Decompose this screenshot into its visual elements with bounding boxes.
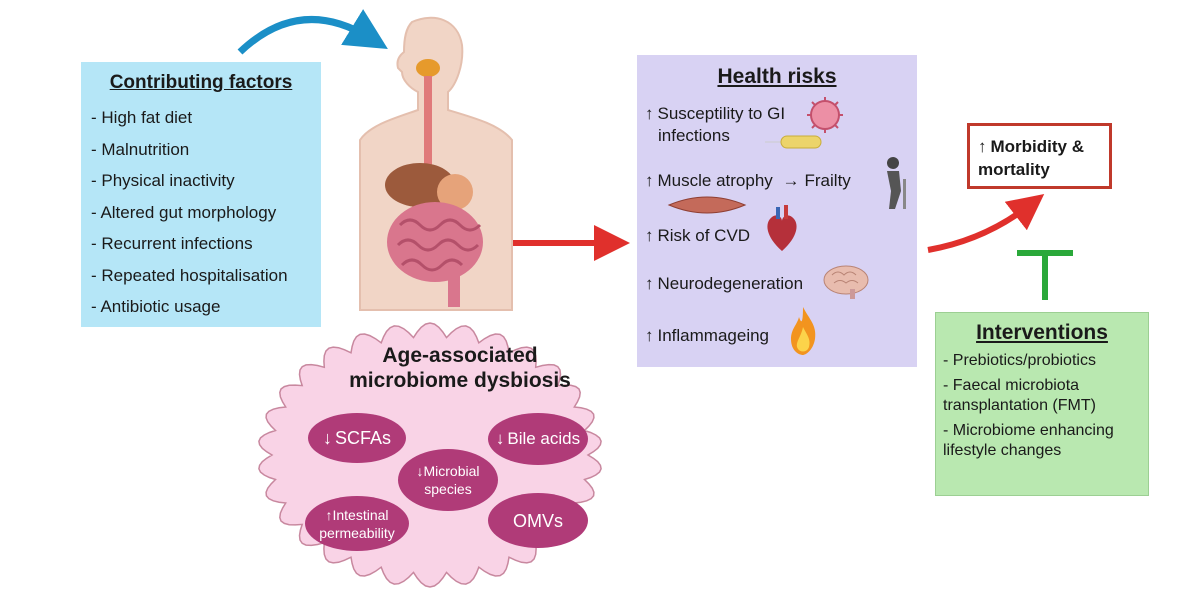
omvs-label: OMVs <box>512 510 563 531</box>
up-arrow-icon: ↑ <box>978 137 987 156</box>
right-arrow-icon: → <box>782 171 800 190</box>
contributing-factor-item: - Antibiotic usage <box>91 297 221 316</box>
up-arrow-icon: ↑ <box>645 171 654 190</box>
risk-muscle-label: Muscle atrophy <box>657 171 773 190</box>
oval-bile-acids: ↓Bile acids <box>488 413 588 465</box>
risk-muscle-atrophy: ↑Muscle atrophy →Frailty <box>645 170 851 192</box>
intervention-item: - Prebiotics/probiotics <box>943 352 1096 369</box>
risk-inflamm-label: Inflammageing <box>657 326 770 345</box>
flame-icon <box>791 307 816 355</box>
intestinal-line2: permeability <box>319 524 395 541</box>
scfas-label: SCFAs <box>334 428 391 448</box>
microbial-line1: Microbial <box>423 463 480 479</box>
dysbiosis-title-line2: microbiome dysbiosis <box>349 369 571 392</box>
morbidity-mortality-box: ↑Morbidity & mortality <box>967 123 1112 189</box>
intervention-item: - Microbiome enhancing lifestyle changes <box>943 422 1114 459</box>
contributing-factor-item: - High fat diet <box>91 108 193 127</box>
contributing-factor-item: - Recurrent infections <box>91 234 253 253</box>
oval-microbial-species: ↓Microbial species <box>398 449 498 511</box>
risk-gi-line2: infections <box>658 126 730 145</box>
up-arrow-icon: ↑ <box>645 226 654 245</box>
up-arrow-icon: ↑ <box>645 274 654 293</box>
interventions-title: Interventions <box>976 321 1108 344</box>
intestinal-line1: Intestinal <box>332 506 389 523</box>
up-arrow-icon: ↑ <box>645 104 654 123</box>
oval-omvs: OMVs <box>488 493 588 548</box>
contributing-factors-panel: Contributing factors - High fat diet - M… <box>81 62 321 327</box>
risk-cvd: ↑Risk of CVD <box>645 225 750 247</box>
intervention-item: - Faecal microbiota transplantation (FMT… <box>943 377 1096 414</box>
risk-inflammageing: ↑Inflammageing <box>645 325 769 347</box>
oval-scfas: ↓SCFAs <box>308 413 406 463</box>
risk-frailty-label: Frailty <box>804 171 851 190</box>
dysbiosis-title: Age-associated microbiome dysbiosis <box>320 343 600 393</box>
health-risks-title: Health risks <box>717 65 837 88</box>
contributing-factor-item: - Malnutrition <box>91 139 190 159</box>
down-arrow-icon: ↓ <box>322 428 332 448</box>
virus-icon <box>807 97 843 133</box>
morbidity-line2: mortality <box>978 160 1050 179</box>
risk-neurodegeneration: ↑Neurodegeneration <box>645 273 803 295</box>
red-curved-arrow-to-morbidity <box>927 193 1045 253</box>
contributing-factor-item: - Physical inactivity <box>91 171 235 190</box>
morbidity-line1: Morbidity & <box>990 137 1085 156</box>
microbial-line2: species <box>424 481 472 497</box>
elderly-person-icon <box>887 157 906 209</box>
up-arrow-icon: ↑ <box>325 506 333 523</box>
risk-neuro-label: Neurodegeneration <box>657 274 804 293</box>
interventions-list: - Prebiotics/probiotics - Faecal microbi… <box>943 351 1148 461</box>
brain-icon <box>823 265 869 299</box>
risk-gi-infections: ↑Susceptility to GI infections <box>645 103 785 147</box>
down-arrow-icon: ↓ <box>416 463 424 479</box>
muscle-icon <box>667 196 747 214</box>
risk-cvd-label: Risk of CVD <box>657 226 751 245</box>
contributing-factors-title: Contributing factors <box>109 72 293 93</box>
risk-gi-line1: Susceptility to GI <box>657 104 786 123</box>
bacterium-icon <box>765 135 822 149</box>
interventions-panel: Interventions - Prebiotics/probiotics - … <box>935 312 1149 496</box>
contributing-factors-list: - High fat diet - Malnutrition - Physica… <box>91 108 321 329</box>
contributing-factor-item: - Altered gut morphology <box>91 202 277 222</box>
up-arrow-icon: ↑ <box>645 326 654 345</box>
health-risks-panel: Health risks ↑Susceptility to GI infecti… <box>637 55 917 367</box>
bile-acids-label: Bile acids <box>507 429 581 448</box>
down-arrow-icon: ↓ <box>495 429 505 448</box>
dysbiosis-title-line1: Age-associated <box>382 344 538 367</box>
heart-icon <box>767 205 797 251</box>
human-digestive-system-icon <box>359 16 513 311</box>
blue-curved-arrow <box>237 9 388 55</box>
contributing-factor-item: - Repeated hospitalisation <box>91 265 288 285</box>
green-inhibition-symbol <box>1017 250 1073 300</box>
